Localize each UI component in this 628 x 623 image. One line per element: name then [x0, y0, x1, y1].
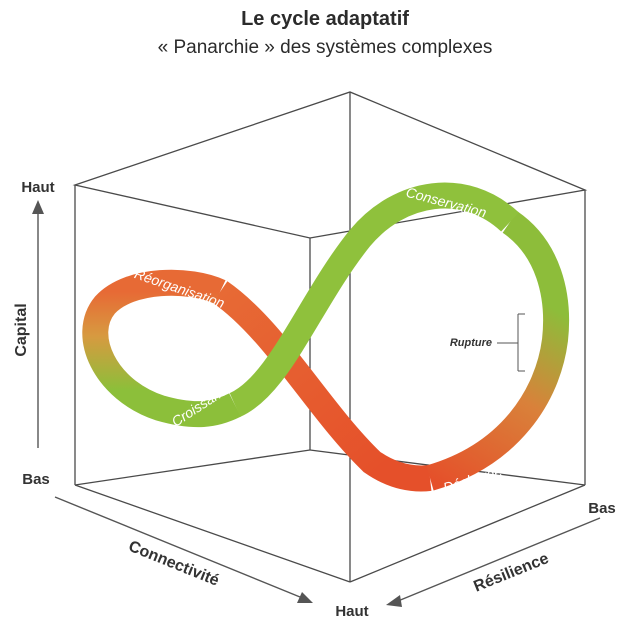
connectivity-axis-line [54, 496, 301, 598]
resilience-axis-name: Résilience [471, 550, 551, 595]
loop-segment-rupture-to-decharge [426, 211, 570, 491]
connectivity-axis: Connectivité Haut [54, 496, 369, 620]
diagram-title: Le cycle adaptatif [241, 8, 409, 30]
resilience-axis-line [397, 517, 601, 602]
capital-axis-arrow-icon [32, 200, 44, 214]
cube-wireframe [72, 91, 588, 583]
capital-axis-name: Capital [13, 303, 30, 356]
rupture-marker: Rupture [450, 313, 525, 372]
connectivity-high-label: Haut [335, 603, 368, 620]
resilience-low-label: Bas [588, 500, 616, 517]
rupture-label: Rupture [450, 337, 492, 349]
loop-segment-reorganisation-to-croissance [82, 269, 241, 428]
connectivity-axis-arrow-icon [297, 592, 313, 603]
capital-low-label: Bas [22, 471, 50, 488]
adaptive-cycle-loop [82, 182, 570, 492]
capital-axis: Haut Bas Capital [13, 179, 55, 488]
loop-segment-croissance-to-conservation [228, 182, 519, 417]
diagram-subtitle: « Panarchie » des systèmes complexes [158, 37, 493, 58]
cube-back-bottom-left [74, 449, 311, 486]
loop-segment-reorganisation-to-decharge [212, 281, 432, 492]
capital-high-label: Haut [21, 179, 54, 196]
cube-front-bottom-left [74, 484, 351, 583]
cube-front-bottom-right [349, 484, 586, 583]
resilience-axis-arrow-icon [386, 595, 402, 607]
